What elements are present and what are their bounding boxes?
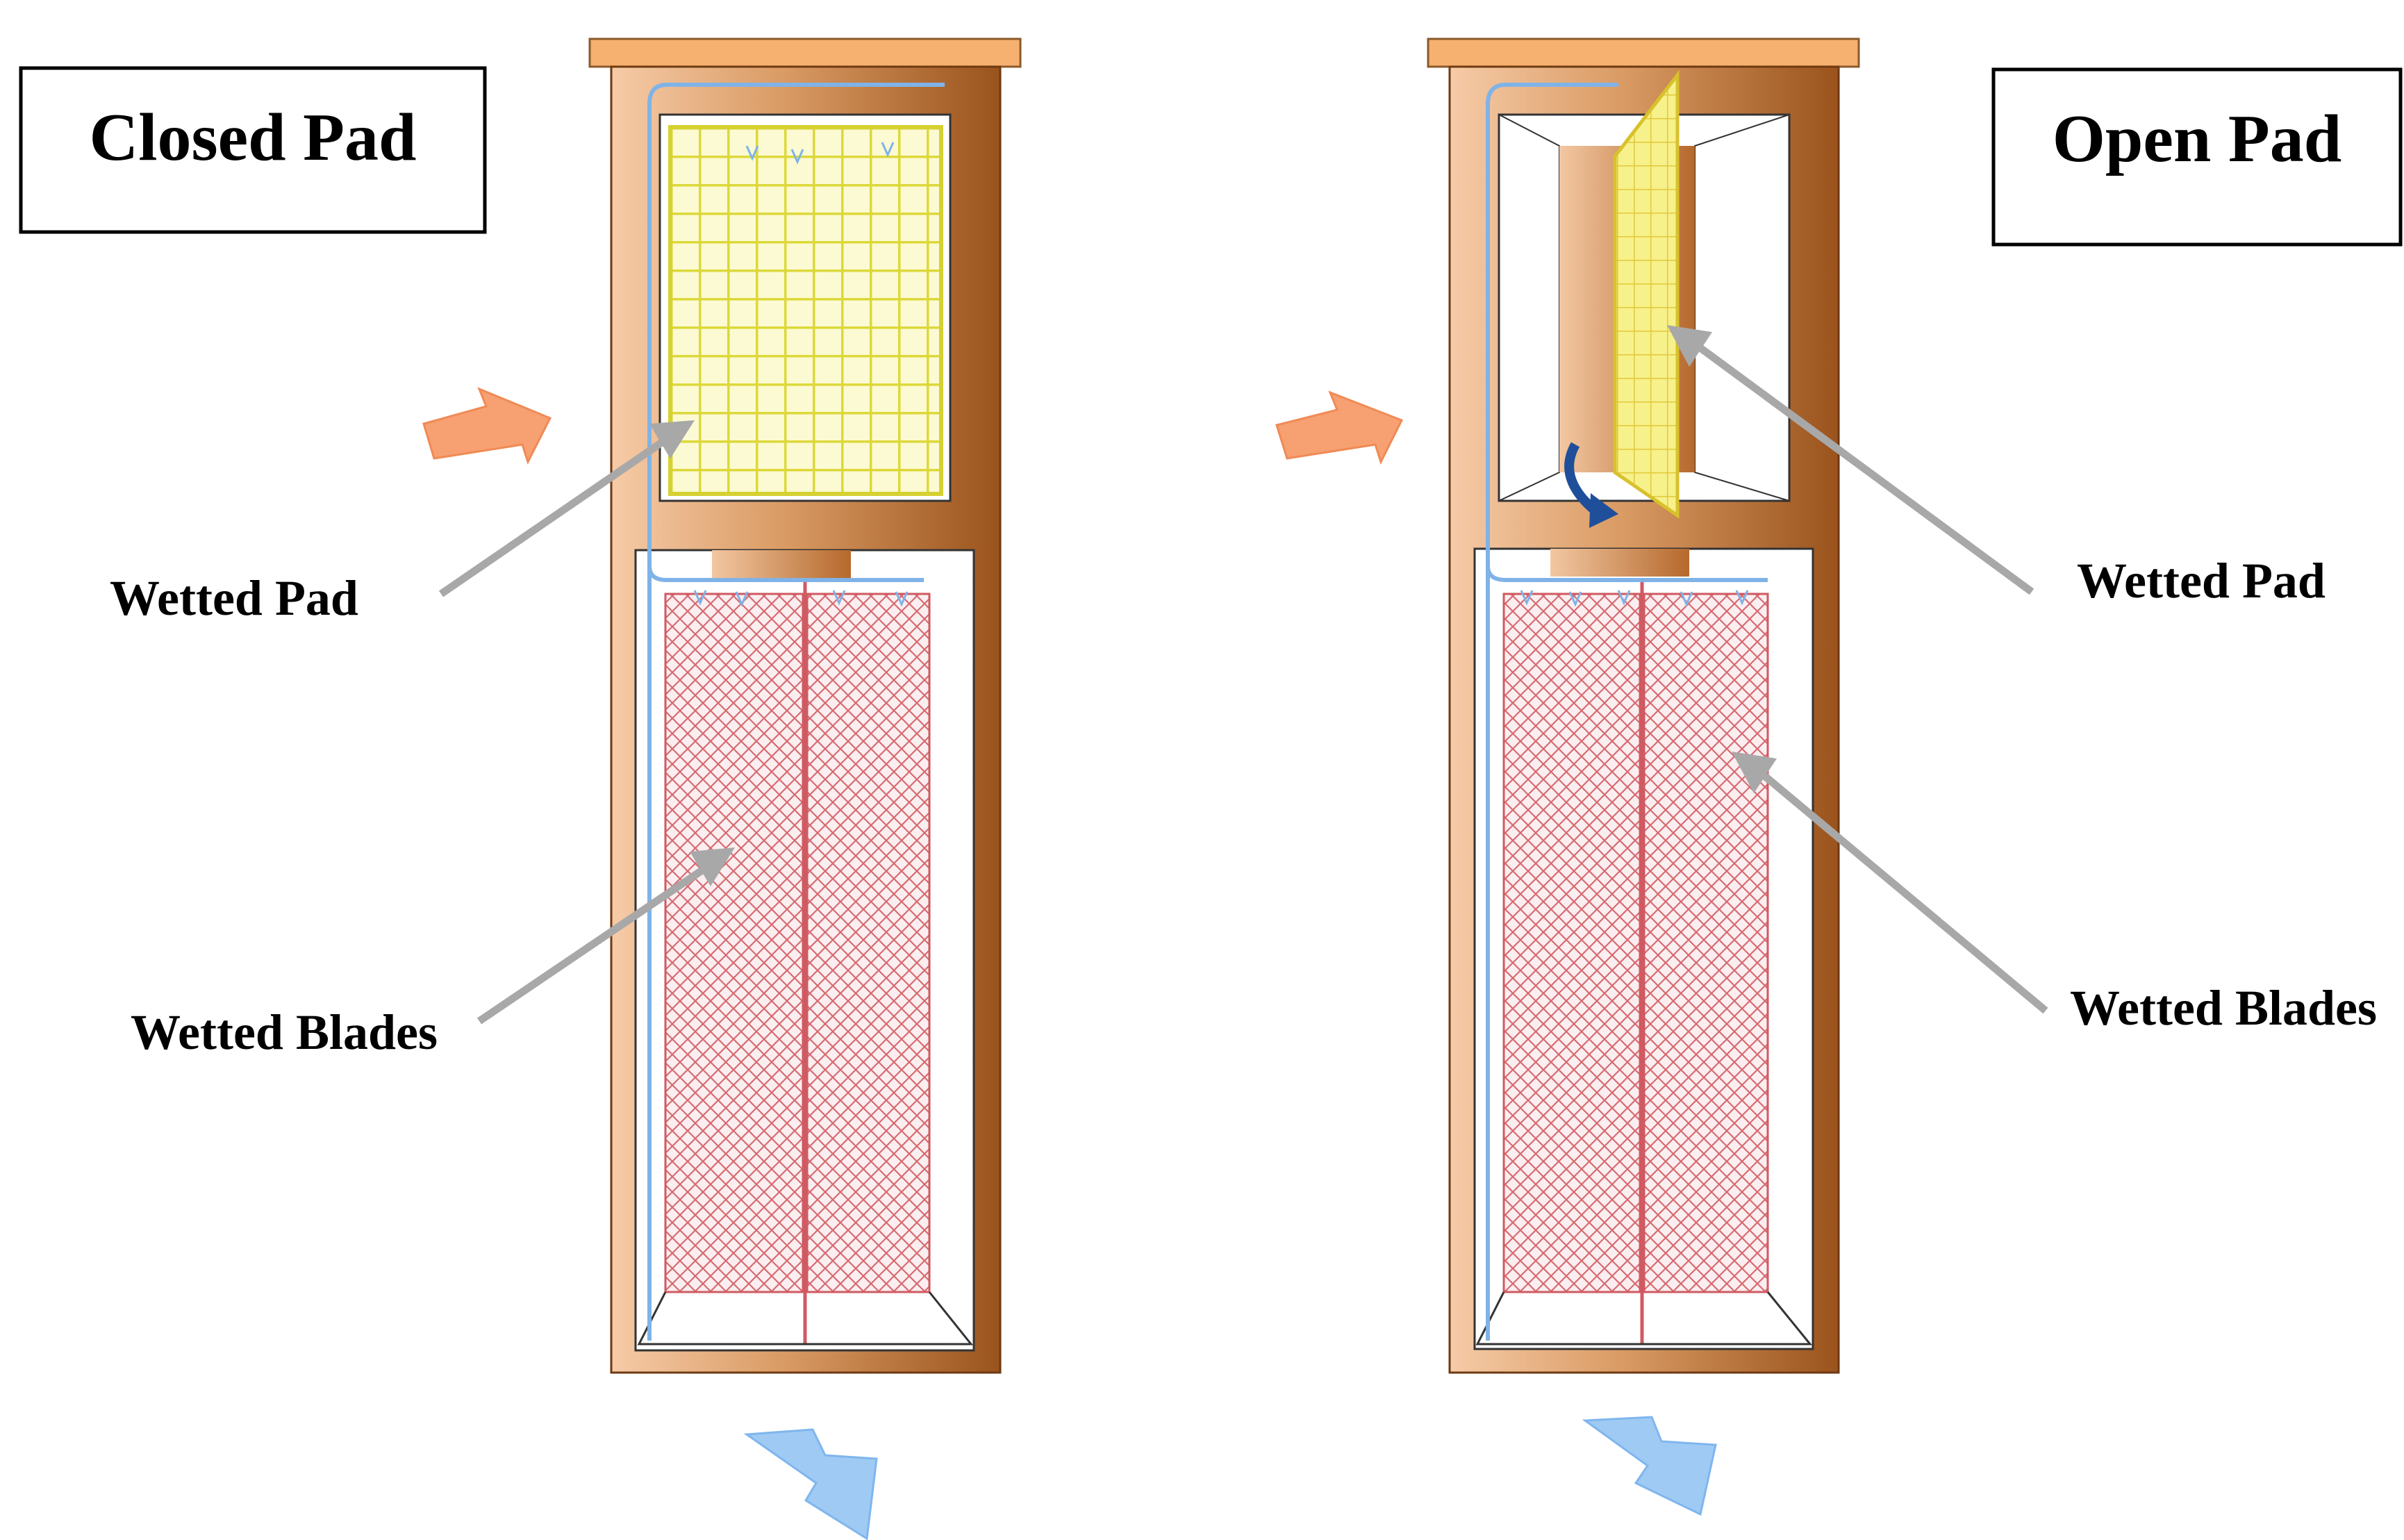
rotate-arrow-icon <box>1589 493 1618 528</box>
water-drip-icon <box>1520 590 1749 607</box>
air-outlet-arrow-icon <box>743 1428 878 1540</box>
callout-arrowhead-icon <box>690 847 735 886</box>
rotate-arrow-icon <box>1564 442 1601 517</box>
top-cap <box>588 38 1022 68</box>
wetted-blade-left <box>664 593 804 1293</box>
callout-arrowhead-icon <box>1732 752 1777 793</box>
closed-pad-title: Closed Pad <box>89 100 416 175</box>
chamber-floor <box>1475 1291 1813 1346</box>
air-outlet-arrow-icon <box>1582 1416 1717 1516</box>
callout-arrowhead-icon <box>649 420 695 458</box>
center-duct <box>712 550 851 578</box>
wetted-blade-left <box>1502 593 1641 1293</box>
callout-arrows <box>438 325 2048 1025</box>
open-pad-title: Open Pad <box>2053 101 2342 176</box>
chamber-floor <box>637 1291 974 1346</box>
closed-wetted-pad-label: Wetted Pad <box>110 570 358 626</box>
closed-wetted-blades-label: Wetted Blades <box>131 1004 438 1060</box>
open-wetted-pad-label: Wetted Pad <box>2077 553 2326 608</box>
wetted-pad-open <box>1613 69 1680 519</box>
air-inlet-arrow-icon <box>1275 390 1404 465</box>
closed-pad-title-box: Closed Pad <box>19 66 487 234</box>
callout-arrowhead-icon <box>1667 325 1712 367</box>
open-wetted-blades-label: Wetted Blades <box>2070 980 2377 1036</box>
open-pad-unit <box>1275 38 1860 1516</box>
center-duct <box>1550 549 1689 577</box>
closed-pad-unit <box>422 38 1022 1540</box>
water-line <box>647 83 945 1341</box>
water-line <box>1486 83 1768 1341</box>
air-inlet-arrow-icon <box>422 387 552 465</box>
wetted-blade-right <box>806 593 931 1293</box>
wetted-blade-right <box>1643 593 1769 1293</box>
top-cap <box>1427 38 1860 68</box>
open-pad-title-box: Open Pad <box>1991 67 2403 247</box>
wetted-pad-closed <box>668 125 943 496</box>
water-drip-icon <box>693 142 909 607</box>
